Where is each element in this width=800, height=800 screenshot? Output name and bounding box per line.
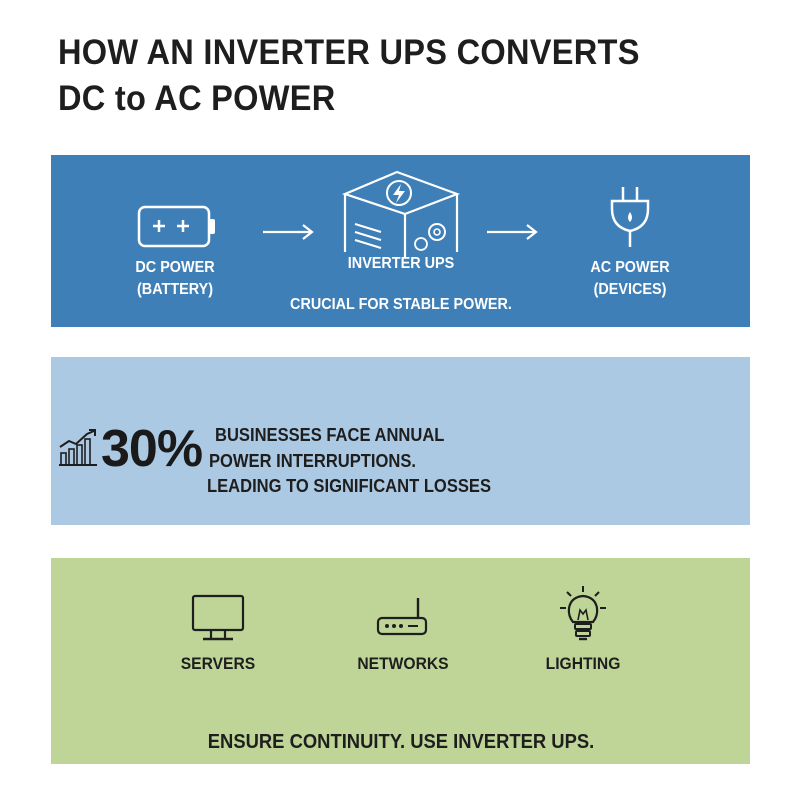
- tagline: ENSURE CONTINUITY. USE INVERTER UPS.: [207, 731, 595, 753]
- battery-icon: [137, 205, 215, 248]
- router-icon: [376, 598, 428, 636]
- power-plug-icon: [610, 187, 650, 247]
- arrow-right-icon: [263, 224, 314, 240]
- light-bulb-icon: [560, 586, 606, 641]
- source-label-line-1: DC POWER: [135, 259, 215, 276]
- monitor-icon: [191, 594, 245, 641]
- flow-note: CRUCIAL FOR STABLE POWER.: [290, 296, 512, 313]
- title-line-1: HOW AN INVERTER UPS CONVERTS: [58, 33, 640, 72]
- statistic-line-3: LEADING TO SIGNIFICANT LOSSES: [207, 476, 492, 496]
- growth-chart-icon: [59, 429, 97, 466]
- statistic-line-2: POWER INTERRUPTIONS.: [209, 451, 417, 471]
- conversion-flow-panel: DC POWER (BATTERY) INVERTER UPS AC POWE: [51, 155, 750, 327]
- source-label: DC POWER (BATTERY): [103, 257, 247, 301]
- inverter-ups-icon: [341, 170, 461, 258]
- title-line-2: DC to AC POWER: [58, 79, 336, 118]
- use-label-lighting: LIGHTING: [545, 654, 621, 673]
- statistic-line-1: BUSINESSES FACE ANNUAL: [215, 425, 445, 445]
- target-label-line-1: AC POWER: [590, 259, 670, 276]
- page-title: HOW AN INVERTER UPS CONVERTS DC to AC PO…: [58, 30, 640, 122]
- target-label: AC POWER (DEVICES): [558, 257, 702, 301]
- source-label-line-2: (BATTERY): [137, 281, 213, 298]
- target-label-line-2: (DEVICES): [593, 281, 667, 298]
- use-label-servers: SERVERS: [180, 654, 256, 673]
- applications-panel: SERVERS NETWORKS LIGHTING ENSURE CONTINU…: [51, 558, 750, 764]
- statistic-value: 30%: [101, 420, 203, 478]
- arrow-right-icon: [487, 224, 538, 240]
- use-label-networks: NETWORKS: [357, 654, 449, 673]
- statistic-panel: 30% BUSINESSES FACE ANNUAL POWER INTERRU…: [51, 357, 750, 525]
- converter-label: INVERTER UPS: [347, 255, 455, 272]
